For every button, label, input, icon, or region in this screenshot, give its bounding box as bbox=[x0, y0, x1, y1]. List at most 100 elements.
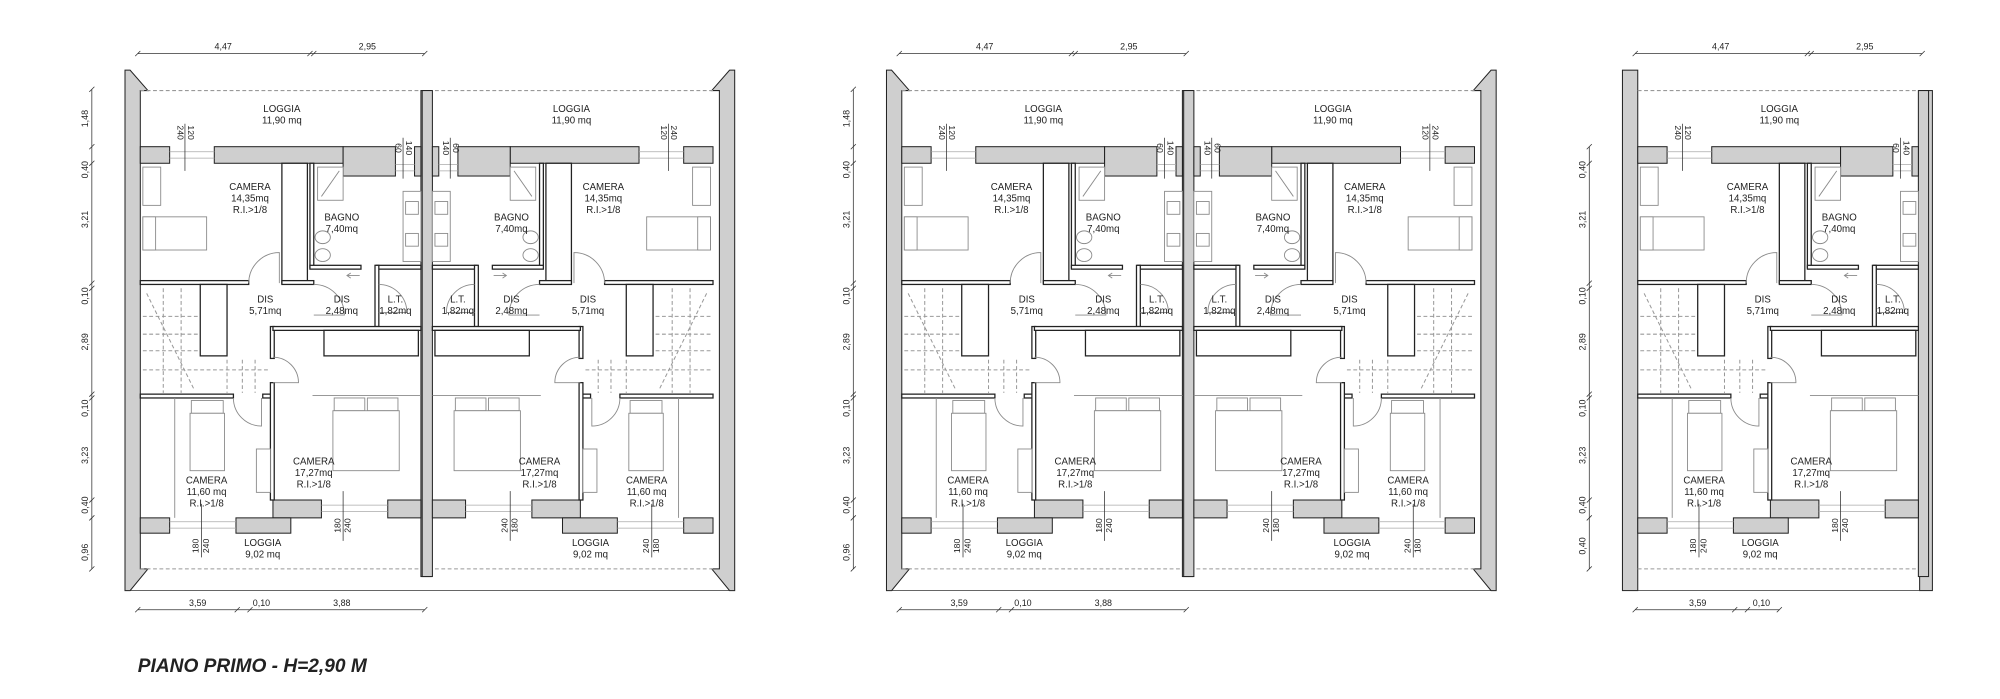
dimension-label: 2,89 bbox=[1577, 333, 1587, 350]
drawing-line bbox=[1042, 279, 1076, 286]
window-width: 240 bbox=[1698, 539, 1708, 554]
door bbox=[554, 356, 581, 384]
dimension-label: 0,96 bbox=[80, 544, 90, 561]
drawing-line bbox=[538, 279, 573, 286]
dimension-label: 0,40 bbox=[841, 161, 851, 178]
dimension-tick bbox=[850, 497, 857, 503]
dimension-tick bbox=[1183, 50, 1190, 57]
drawing-line bbox=[1166, 201, 1181, 215]
window-height: 180 bbox=[510, 518, 520, 533]
drawing-line bbox=[405, 232, 419, 247]
dimension-tick bbox=[89, 497, 95, 503]
room-ratio: R.I.>1/8 bbox=[190, 498, 224, 509]
wall-segment bbox=[531, 499, 581, 519]
window-height: 240 bbox=[937, 125, 947, 140]
wall-segment bbox=[1911, 146, 1919, 177]
dimension-label: 0,10 bbox=[80, 287, 90, 304]
wall-segment bbox=[1148, 499, 1183, 519]
room-name: BAGNO bbox=[1086, 213, 1121, 224]
arrow-icon bbox=[1107, 272, 1122, 279]
dimension-label: 0,10 bbox=[841, 399, 851, 416]
room-area: 2,48mq bbox=[495, 306, 527, 317]
room-name: LOGGIA bbox=[572, 538, 610, 549]
room-name: BAGNO bbox=[1255, 213, 1290, 224]
dimension-label: 2,95 bbox=[1120, 42, 1137, 52]
dimension-label: 0,10 bbox=[1753, 598, 1770, 608]
room-area: 11,60 mq bbox=[1388, 487, 1428, 498]
room-area: 1,82mq bbox=[1203, 306, 1235, 317]
dimension-label: 1,48 bbox=[841, 110, 851, 127]
double-bed bbox=[1215, 410, 1283, 472]
desk bbox=[142, 166, 162, 206]
room-area: 14,35mq bbox=[1346, 194, 1384, 205]
dimension-label: 0,40 bbox=[80, 496, 90, 513]
window-height: 60 bbox=[1891, 143, 1901, 153]
drawing-line bbox=[629, 400, 663, 414]
wall-segment bbox=[901, 517, 932, 534]
room-name: L.T. bbox=[1885, 294, 1901, 305]
room-name: LOGGIA bbox=[1006, 538, 1044, 549]
dimension-label: 3,21 bbox=[1577, 211, 1587, 228]
room-label-lt: L.T.1,82mq bbox=[1877, 294, 1909, 316]
room-name: LOGGIA bbox=[553, 104, 591, 115]
dimension-tick bbox=[1072, 50, 1079, 57]
window-width: 240 bbox=[1402, 539, 1412, 554]
drawing-line bbox=[1873, 264, 1920, 270]
room-area: 11,90 mq bbox=[1313, 116, 1353, 127]
door bbox=[1876, 284, 1905, 313]
outer-wall bbox=[710, 69, 736, 592]
drawing-line bbox=[1458, 216, 1473, 251]
drawing-line bbox=[1031, 382, 1037, 501]
drawing-line bbox=[1688, 400, 1722, 414]
wall-segment bbox=[1193, 499, 1228, 519]
room-area: 14,35mq bbox=[231, 194, 269, 205]
room-ratio: R.I.>1/8 bbox=[522, 479, 556, 490]
dimension-tick bbox=[89, 86, 95, 93]
dimension-label: 0,10 bbox=[1577, 399, 1587, 416]
drawing-line bbox=[281, 279, 315, 286]
door bbox=[591, 397, 621, 427]
dimension-tick bbox=[1068, 50, 1075, 57]
dimension-tick bbox=[307, 50, 313, 57]
dimension-tick bbox=[1808, 50, 1815, 57]
drawing-line bbox=[1082, 170, 1102, 197]
wall-segment bbox=[213, 146, 344, 164]
dimension-tick bbox=[1586, 395, 1593, 401]
outer-wall bbox=[1472, 69, 1497, 592]
room-name: LOGGIA bbox=[263, 104, 301, 115]
room-name: DIS bbox=[257, 294, 274, 305]
wall-segment bbox=[414, 146, 422, 177]
dimension-tick bbox=[1731, 606, 1738, 613]
drawing-line bbox=[1095, 397, 1127, 412]
room-name: LOGGIA bbox=[1761, 104, 1799, 115]
window-width: 120 bbox=[186, 125, 196, 140]
window-height: 240 bbox=[1431, 125, 1441, 140]
dimension-label: 0,10 bbox=[80, 399, 90, 416]
drawing-line bbox=[1637, 279, 1747, 286]
dimension-label: 0,40 bbox=[1577, 496, 1587, 513]
dimension-tick bbox=[247, 606, 253, 613]
room-name: BAGNO bbox=[494, 213, 529, 224]
wall-segment bbox=[975, 146, 1106, 164]
single-bed bbox=[1389, 412, 1426, 472]
dimension-label: 3,88 bbox=[333, 598, 350, 608]
wall-segment bbox=[431, 499, 467, 519]
wall-segment bbox=[901, 146, 932, 164]
dimension-tick bbox=[1744, 606, 1751, 613]
drawing-line bbox=[333, 397, 366, 412]
dimension-label: 0,10 bbox=[1014, 598, 1031, 608]
room-ratio: R.I.>1/8 bbox=[1284, 479, 1318, 490]
drawing-line bbox=[1300, 279, 1334, 286]
window-height: 60 bbox=[451, 143, 461, 153]
wall-segment bbox=[1444, 146, 1475, 164]
